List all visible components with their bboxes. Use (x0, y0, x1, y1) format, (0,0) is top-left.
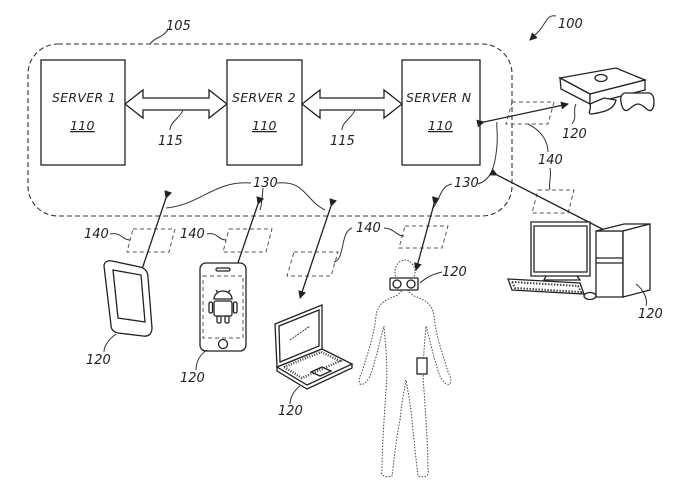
game-console-device: 120 (558, 67, 655, 142)
wireless-zone-ref-label-1: 140 (84, 227, 109, 242)
hmd-ref-label: 120 (442, 265, 467, 280)
game-console-ref-label: 120 (562, 127, 587, 142)
person-with-hmd: 120 (358, 259, 467, 478)
smartphone-device: 120 (180, 262, 247, 386)
server-n-box (401, 59, 481, 166)
arrow-laptop (298, 198, 338, 299)
server-1-box (40, 59, 126, 166)
server-link-1-2: 115 (123, 88, 229, 149)
server-2: SERVER 2 110 (226, 59, 303, 166)
wireless-zone-ref-label-4: 140 (538, 153, 563, 168)
wireless-zone (286, 251, 339, 277)
server-2-ref: 110 (252, 118, 277, 133)
wireless-zone (222, 228, 273, 253)
wireless-zone (505, 101, 555, 125)
connection-arrows (133, 101, 613, 299)
server-group-boundary (27, 43, 513, 217)
network-link-ref-label-2: 130 (454, 176, 479, 191)
arrow-hmd (413, 196, 440, 271)
server-1-ref: 110 (70, 118, 95, 133)
tablet-ref-label: 120 (86, 353, 111, 368)
wireless-zone-ref-label-3: 140 (356, 221, 381, 236)
server-group: 105 (27, 19, 513, 217)
server-n: SERVER N 110 (401, 59, 481, 166)
server-2-box (226, 59, 303, 166)
server-link-ref-label-1: 115 (158, 134, 183, 149)
system-ref-label: 100 (558, 17, 583, 32)
desktop-ref-label: 120 (638, 307, 663, 322)
laptop-ref-label: 120 (278, 404, 303, 419)
network-link-ref-label-1: 130 (253, 176, 278, 191)
gamepad-icon (620, 92, 655, 112)
arrow-game-console (476, 101, 569, 128)
android-icon (208, 289, 238, 324)
server-1-name: SERVER 1 (52, 90, 116, 105)
wearable-device (416, 357, 428, 375)
hmd-device (389, 277, 419, 291)
laptop-device: 120 (274, 304, 354, 419)
desktop-computer-device: 120 (507, 221, 663, 322)
server-1: SERVER 1 110 (40, 59, 126, 166)
server-group-ref-label: 105 (166, 19, 191, 34)
arrow-desktop (488, 168, 613, 235)
server-link-2-n: 115 (300, 88, 404, 149)
network-link-ref: 130 130 (165, 121, 498, 211)
server-n-name: SERVER N (406, 90, 472, 105)
smartphone-ref-label: 120 (180, 371, 205, 386)
server-2-name: SERVER 2 (232, 90, 296, 105)
wireless-zone-ref-label-2: 140 (180, 227, 205, 242)
tablet-device: 120 (86, 260, 153, 368)
server-link-ref-label-2: 115 (330, 134, 355, 149)
server-n-ref: 110 (428, 118, 453, 133)
system-reference: 100 (529, 15, 583, 41)
wireless-zone (531, 189, 575, 214)
wireless-zones: 140 140 140 140 (84, 101, 575, 277)
